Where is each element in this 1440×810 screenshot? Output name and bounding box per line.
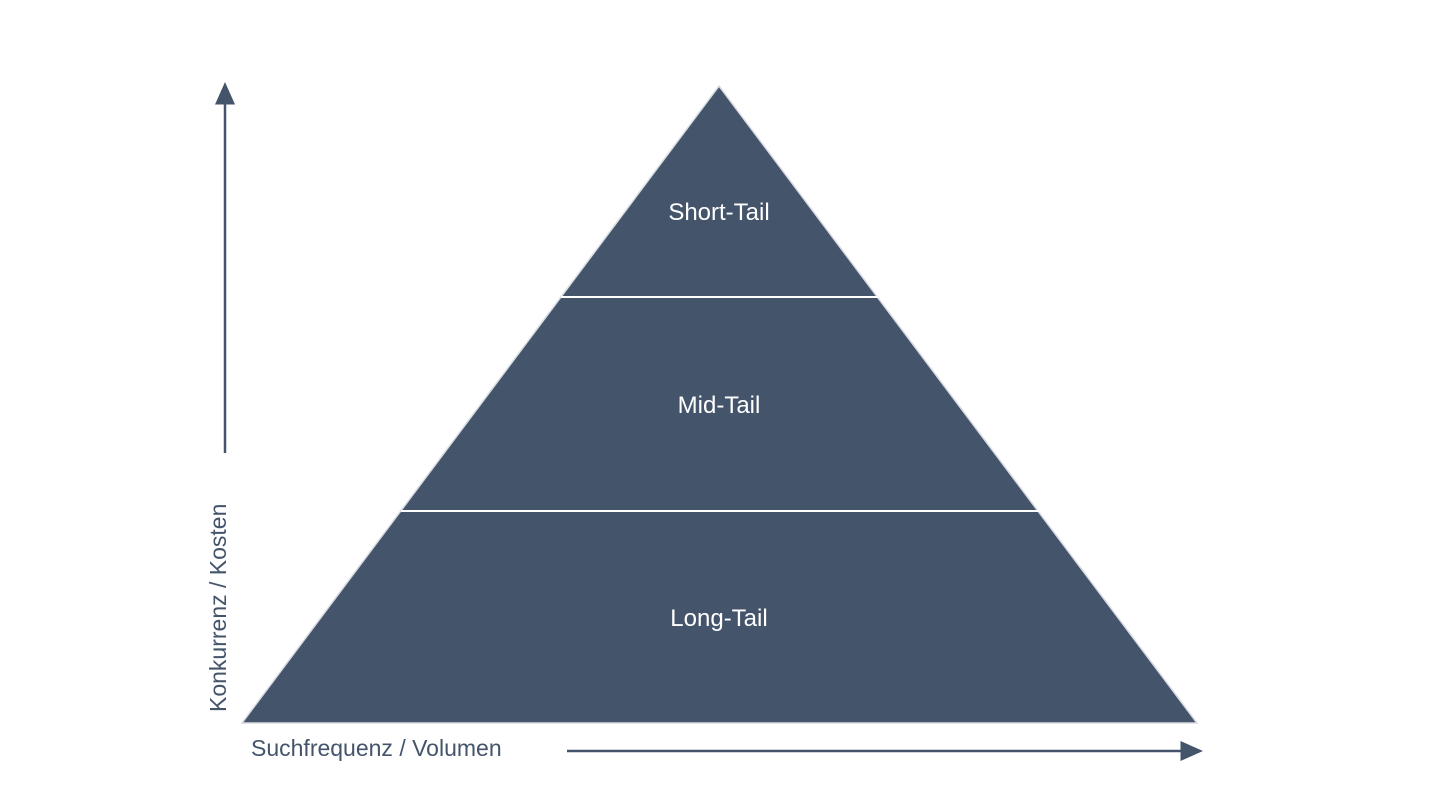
level-mid-tail: Mid-Tail	[678, 392, 761, 419]
x-axis-label: Suchfrequenz / Volumen	[251, 735, 502, 761]
level-long-tail: Long-Tail	[670, 605, 767, 632]
y-axis-label: Konkurrenz / Kosten	[205, 504, 231, 712]
pyramid-shape	[240, 84, 1199, 724]
level-short-tail: Short-Tail	[668, 199, 769, 226]
